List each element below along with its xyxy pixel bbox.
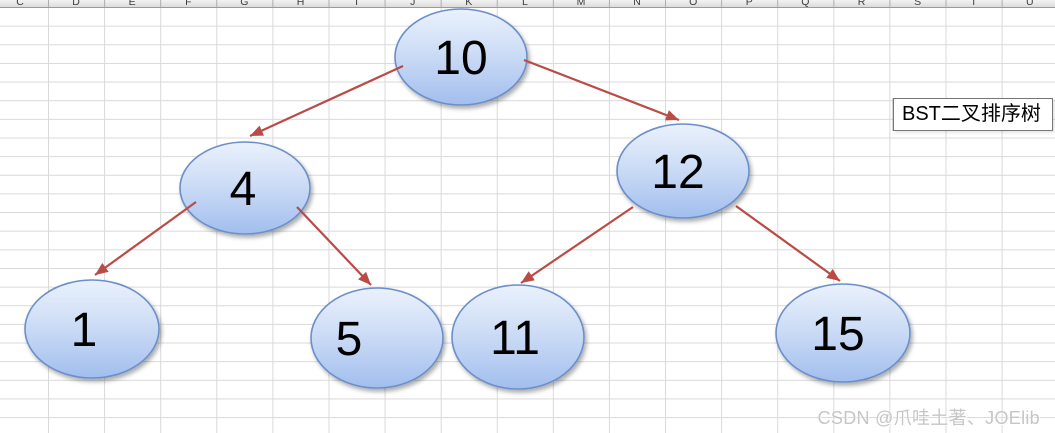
- column-header-L[interactable]: L: [521, 0, 528, 8]
- tree-node-value-12: 12: [651, 146, 704, 199]
- tree-node-value-1: 1: [71, 304, 98, 357]
- tree-edge-4-5[interactable]: [296, 206, 372, 286]
- column-header-R[interactable]: R: [857, 0, 866, 8]
- tree-node-12[interactable]: 12: [616, 123, 750, 219]
- tree-edge-12-11[interactable]: [520, 206, 634, 284]
- tree-node-10[interactable]: 10: [394, 8, 528, 106]
- column-header-F[interactable]: F: [185, 0, 192, 8]
- tree-node-value-4: 4: [230, 163, 257, 216]
- column-header-K[interactable]: K: [465, 0, 473, 8]
- tree-node-15[interactable]: 15: [775, 283, 911, 383]
- column-header-T[interactable]: T: [970, 0, 977, 8]
- column-header-I[interactable]: I: [355, 0, 359, 8]
- column-header-N[interactable]: N: [633, 0, 641, 8]
- column-header-U[interactable]: U: [1026, 0, 1034, 8]
- tree-node-ellipse-10[interactable]: [394, 8, 528, 106]
- column-header-H[interactable]: H: [296, 0, 305, 8]
- bst-label-text: BST二叉排序树: [902, 103, 1041, 125]
- tree-node-value-15: 15: [811, 308, 864, 361]
- column-header-D[interactable]: D: [72, 0, 80, 8]
- tree-node-ellipse-4[interactable]: [179, 141, 311, 235]
- column-header-M[interactable]: M: [576, 0, 586, 8]
- column-header-S[interactable]: S: [914, 0, 922, 8]
- tree-edge-10-4[interactable]: [249, 64, 404, 138]
- tree-node-value-11: 11: [490, 312, 540, 365]
- tree-edge-4-1[interactable]: [94, 201, 197, 276]
- csdn-watermark: CSDN @爪哇土著、JOElib: [817, 408, 1040, 428]
- column-header-E[interactable]: E: [128, 0, 136, 8]
- column-header-G[interactable]: G: [240, 0, 249, 8]
- tree-node-value-10: 10: [434, 32, 487, 85]
- tree-edges: [94, 58, 841, 286]
- tree-node-value-5: 5: [336, 313, 363, 366]
- tree-node-ellipse-1[interactable]: [24, 279, 160, 379]
- tree-edge-10-12[interactable]: [523, 58, 680, 122]
- bst-label-box[interactable]: BST二叉排序树: [893, 98, 1053, 131]
- tree-node-5[interactable]: 5: [310, 287, 444, 389]
- tree-node-11[interactable]: 11: [451, 284, 585, 390]
- column-header-J[interactable]: J: [410, 0, 416, 8]
- tree-node-4[interactable]: 4: [179, 141, 311, 235]
- tree-node-1[interactable]: 1: [24, 279, 160, 379]
- column-header-C[interactable]: C: [16, 0, 24, 8]
- column-header-P[interactable]: P: [745, 0, 753, 8]
- column-header-O[interactable]: O: [689, 0, 698, 8]
- tree-node-ellipse-15[interactable]: [775, 283, 911, 383]
- tree-edge-12-15[interactable]: [735, 205, 841, 282]
- column-header-Q[interactable]: Q: [801, 0, 810, 8]
- tree-node-ellipse-12[interactable]: [616, 123, 750, 219]
- tree-node-ellipse-5[interactable]: [310, 287, 444, 389]
- column-header-row[interactable]: C D E F G H I J K L M N O P Q R S T U: [0, 0, 1055, 8]
- tree-node-ellipse-11[interactable]: [451, 284, 585, 390]
